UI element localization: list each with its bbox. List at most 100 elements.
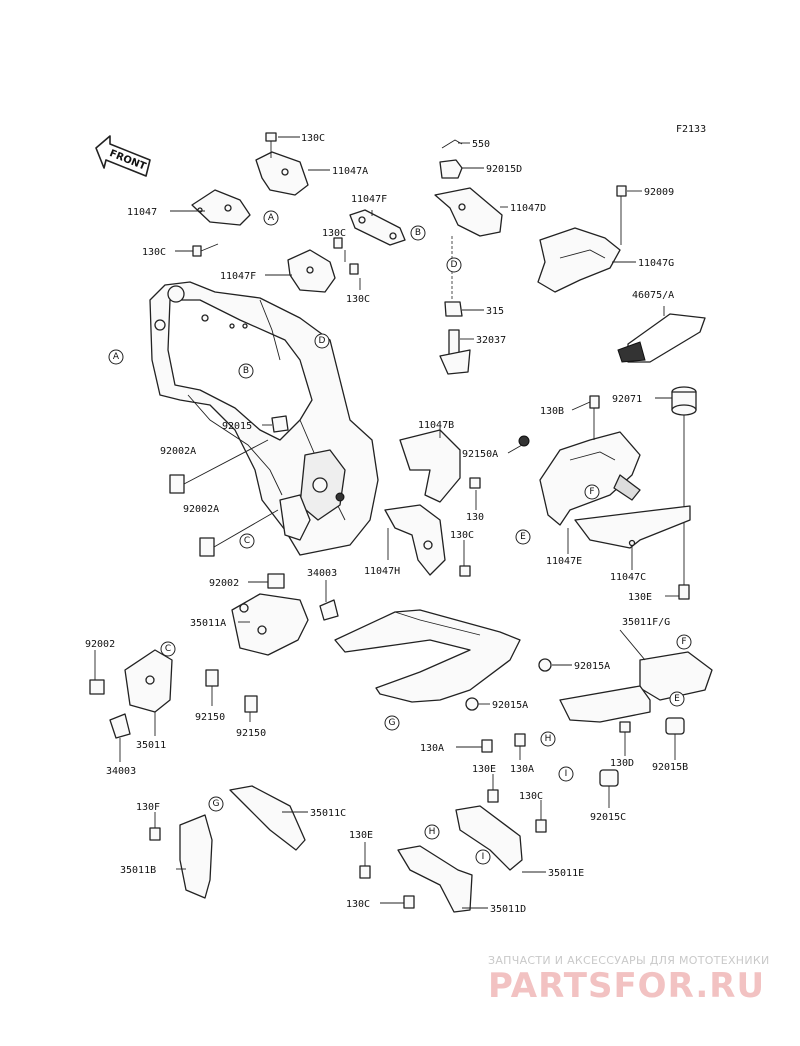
svg-text:G: G — [389, 718, 396, 728]
main-frame — [149, 281, 379, 556]
label-11047g: 11047G — [638, 258, 674, 269]
label-130b: 130B — [540, 406, 564, 417]
callout-a-2: A — [108, 349, 124, 365]
label-11047f: 11047F — [351, 194, 387, 205]
callout-c-2: C — [160, 641, 176, 657]
bracket-11047b — [399, 429, 481, 503]
label-11047b: 11047B — [418, 420, 454, 431]
label-130c: 130C — [301, 133, 325, 144]
callout-d-2: D — [314, 333, 330, 349]
label-11047: 11047 — [127, 207, 157, 218]
label-35011d: 35011D — [490, 904, 526, 915]
label-92150: 92150 — [195, 712, 225, 723]
label-130a: 130A — [420, 743, 444, 754]
bolt-130a — [481, 733, 526, 753]
label-92015: 92015 — [222, 421, 252, 432]
svg-text:B: B — [243, 366, 249, 376]
label-130e: 130E — [472, 764, 496, 775]
svg-text:E: E — [520, 532, 526, 542]
label-130d: 130D — [610, 758, 634, 769]
callouts: A A B B D D C C F F E E G G H H I I — [108, 210, 692, 865]
label-130c: 130C — [450, 530, 474, 541]
label-11047f: 11047F — [220, 271, 256, 282]
bracket-35011a — [231, 573, 339, 656]
bracket-11047e — [518, 395, 641, 526]
svg-text:E: E — [674, 694, 680, 704]
bracket-35011fg — [559, 651, 713, 723]
label-92015c: 92015C — [590, 812, 626, 823]
callout-d-1: D — [446, 257, 462, 273]
label-130c: 130C — [322, 228, 346, 239]
watermark-tagline: ЗАПЧАСТИ И АКСЕССУАРЫ ДЛЯ МОТОТЕХНИКИ — [488, 954, 770, 967]
subframe-rails — [334, 609, 552, 711]
svg-text:D: D — [451, 260, 458, 270]
pad-46075a — [617, 313, 706, 363]
label-11047c: 11047C — [610, 572, 646, 583]
label-35011c: 35011C — [310, 808, 346, 819]
figure-code: F2133 — [676, 124, 706, 135]
label-11047d: 11047D — [510, 203, 546, 214]
label-11047e: 11047E — [546, 556, 582, 567]
callout-g-1: G — [384, 715, 400, 731]
label-92015d: 92015D — [486, 164, 522, 175]
callout-b-1: B — [410, 225, 426, 241]
bolt-92002a-1 — [169, 439, 269, 494]
callout-f-2: F — [676, 634, 692, 650]
label-35011a: 35011A — [190, 618, 226, 629]
svg-text:A: A — [113, 352, 120, 362]
label-34003: 34003 — [106, 766, 136, 777]
callout-f-1: F — [584, 484, 600, 500]
bracket-35011 — [89, 649, 258, 739]
callout-i-1: I — [558, 766, 574, 782]
watermark-logo: PARTSFOR.RU — [488, 966, 765, 1006]
callout-h-1: H — [540, 731, 556, 747]
label-46075a: 46075/A — [632, 290, 674, 301]
bracket-11047f — [287, 249, 336, 293]
label-130e: 130E — [628, 592, 652, 603]
svg-text:F: F — [681, 637, 686, 647]
bracket-11047g — [537, 185, 627, 293]
label-35011b: 35011B — [120, 865, 156, 876]
bushing-92015c — [599, 769, 619, 787]
label-130a: 130A — [510, 764, 534, 775]
label-35011e: 35011E — [548, 868, 584, 879]
front-arrow-icon: FRONT — [95, 135, 151, 177]
bracket-11047d-assembly — [434, 139, 503, 375]
svg-text:D: D — [319, 336, 326, 346]
callout-h-2: H — [424, 824, 440, 840]
bracket-11047f-top — [349, 209, 406, 246]
bracket-11047 — [191, 189, 251, 226]
callout-g-2: G — [208, 796, 224, 812]
label-550: 550 — [472, 139, 490, 150]
label-130: 130 — [466, 512, 484, 523]
bracket-11047c — [574, 505, 691, 549]
bracket-11047h — [384, 504, 471, 577]
bracket-35011c — [229, 785, 306, 851]
label-130f: 130F — [136, 802, 160, 813]
bushing-92015b — [665, 717, 685, 735]
label-11047h: 11047H — [364, 566, 400, 577]
callout-c-1: C — [239, 533, 255, 549]
bracket-11047a — [255, 151, 309, 196]
label-92015b: 92015B — [652, 762, 688, 773]
bolt-92002a-2 — [199, 509, 279, 557]
callout-e-1: E — [515, 529, 531, 545]
svg-text:C: C — [165, 644, 171, 654]
callout-i-2: I — [475, 849, 491, 865]
label-130c: 130C — [519, 791, 543, 802]
label-130c: 130C — [142, 247, 166, 258]
bolt-130c-mid — [333, 237, 359, 275]
label-130c: 130C — [346, 899, 370, 910]
svg-text:G: G — [213, 799, 220, 809]
label-92002a: 92002A — [160, 446, 196, 457]
leader-lines — [94, 136, 679, 909]
bracket-35011d — [359, 845, 473, 913]
svg-text:H: H — [545, 734, 552, 744]
svg-text:H: H — [429, 827, 436, 837]
label-32037: 32037 — [476, 335, 506, 346]
svg-text:A: A — [268, 213, 275, 223]
label-11047a: 11047A — [332, 166, 368, 177]
bolt-130c-top — [265, 132, 277, 158]
label-315: 315 — [486, 306, 504, 317]
